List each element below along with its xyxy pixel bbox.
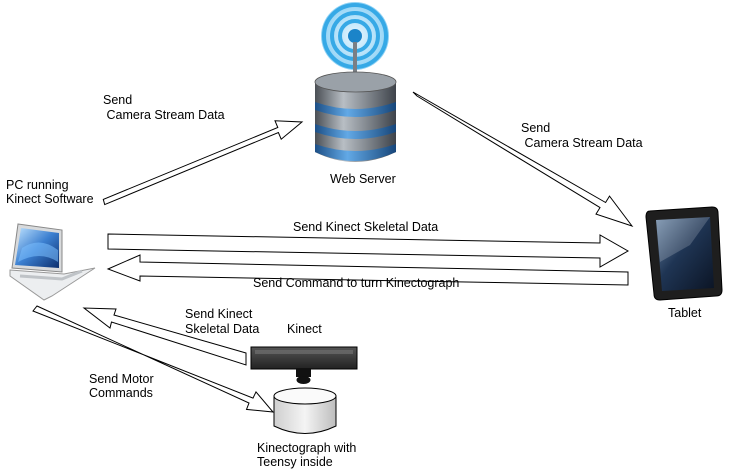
node-label-kinectograph-line1: Kinectograph with: [257, 441, 357, 455]
edge-label-motor-line2: Commands: [89, 386, 153, 400]
arrow-server-to-tablet: [412, 91, 634, 227]
edge-label-command-from-tablet: Send Command to turn Kinectograph: [253, 276, 460, 290]
node-label-pc-line2: Kinect Software: [6, 192, 94, 206]
laptop-icon: [9, 223, 96, 301]
kinect-sensor-icon: [250, 346, 358, 370]
arrow-tablet-to-pc: [106, 254, 629, 286]
edge-label-server-to-tablet-line2: Camera Stream Data: [521, 136, 643, 150]
node-label-pc-line1: PC running: [6, 178, 69, 192]
edge-label-server-to-tablet-line1: Send: [521, 121, 551, 135]
node-label-kinect: Kinect: [287, 322, 322, 336]
edge-label-kinect-to-pc-line2: Skeletal Data: [185, 322, 260, 336]
node-label-tablet: Tablet: [668, 306, 702, 320]
node-label-kinectograph-line2: Teensy inside: [257, 455, 333, 469]
arrow-pc-to-server: [102, 120, 304, 206]
edge-label-skeletal-to-tablet: Send Kinect Skeletal Data: [293, 220, 439, 234]
kinectograph-icon: [273, 369, 337, 434]
arrow-kinect-to-pc: [82, 307, 247, 366]
wifi-icon: [321, 2, 389, 76]
arrow-pc-to-tablet: [107, 233, 630, 268]
edge-label-pc-to-server-line1: Send: [103, 93, 133, 107]
tablet-icon: [645, 206, 723, 301]
node-label-web-server: Web Server: [330, 172, 396, 186]
server-icon: [314, 71, 397, 162]
edge-label-pc-to-server-line2: Camera Stream Data: [103, 108, 225, 122]
arrow-pc-to-kinectograph: [32, 305, 275, 413]
edge-label-motor-line1: Send Motor: [89, 372, 154, 386]
edge-label-kinect-to-pc-line1: Send Kinect: [185, 307, 253, 321]
